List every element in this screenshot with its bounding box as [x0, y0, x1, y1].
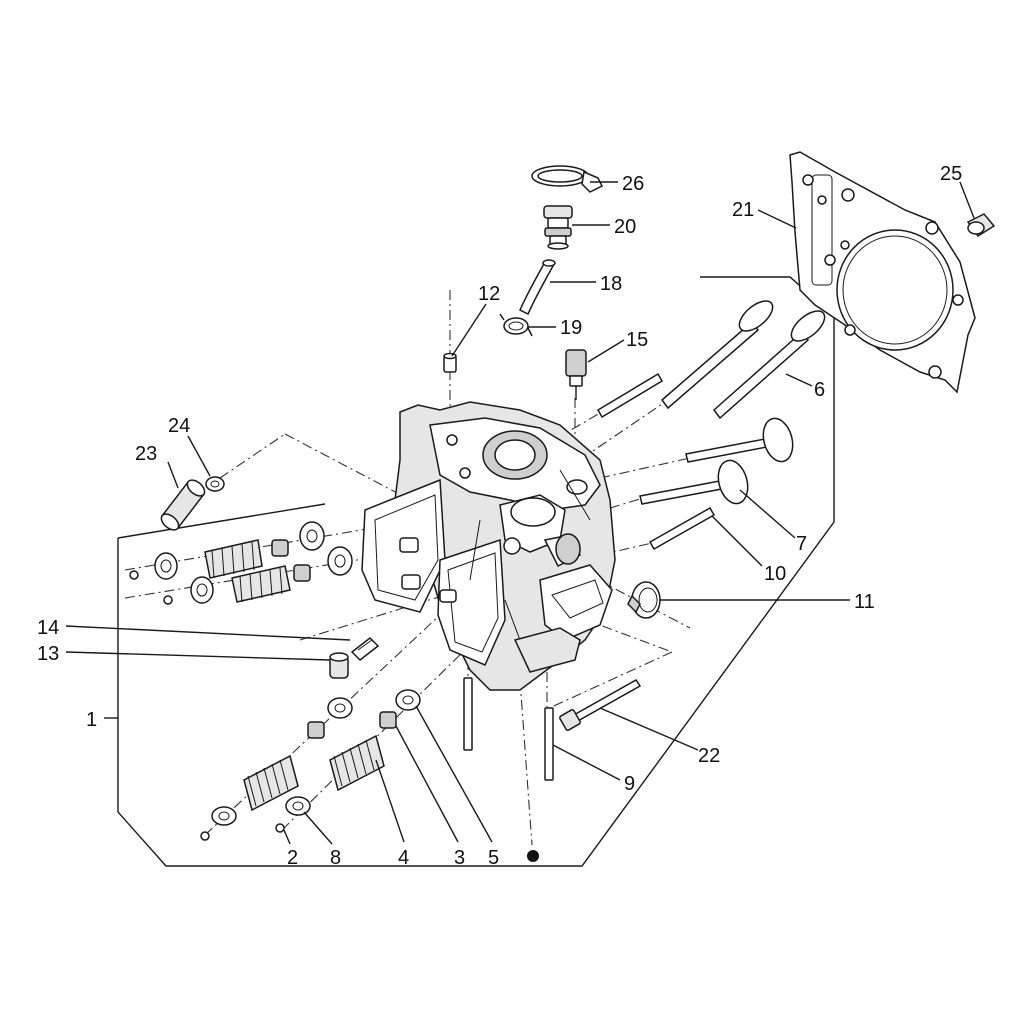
label-3: 3: [454, 847, 465, 869]
part-20-cap: [543, 205, 573, 250]
label-8: 8: [330, 847, 341, 869]
part-12-dowel: [443, 352, 457, 373]
label-18: 18: [600, 273, 622, 295]
label-13: 13: [37, 643, 59, 665]
label-2: 2: [287, 847, 298, 869]
label-14: 14: [37, 617, 59, 639]
label-15: 15: [626, 329, 648, 351]
cylinder-head-body: [361, 401, 616, 691]
part-24-washer: [205, 476, 225, 492]
label-22: 22: [698, 745, 720, 767]
kit-bracket-outline: [104, 276, 835, 867]
part-6-valves: [660, 300, 826, 420]
label-26: 26: [622, 173, 644, 195]
label-19: 19: [560, 317, 582, 339]
part-10-studs: [596, 372, 716, 551]
part-4-springs: [243, 734, 385, 812]
part-14-pin: [350, 637, 380, 661]
part-13-cap: [329, 652, 349, 679]
kit-marker-dot: [527, 850, 539, 862]
callout-labels: 1 2 8 4 3 5 9 22 11 10 7 6 15 19 18 20 2…: [37, 163, 962, 869]
label-5: 5: [488, 847, 499, 869]
part-11-clamp: [627, 581, 661, 619]
label-25: 25: [940, 163, 962, 185]
leader-lines: [65, 181, 975, 845]
part-2-cotters: [200, 823, 285, 841]
label-10: 10: [764, 563, 786, 585]
label-20: 20: [614, 216, 636, 238]
part-25-bush: [966, 213, 996, 238]
label-1: 1: [86, 709, 97, 731]
label-12: 12: [478, 283, 500, 305]
label-23: 23: [135, 443, 157, 465]
part-15-sensor: [565, 349, 587, 400]
label-4: 4: [398, 847, 409, 869]
part-19-clamp: [499, 313, 533, 337]
label-24: 24: [168, 415, 190, 437]
label-9: 9: [624, 773, 635, 795]
part-22-bolt: [559, 679, 642, 731]
part-18-hose: [519, 259, 556, 316]
label-11: 11: [854, 591, 875, 613]
part-23-guide: [160, 479, 206, 531]
part-21-gasket: [789, 151, 976, 394]
label-6: 6: [814, 379, 825, 401]
part-7-valves: [639, 417, 794, 505]
upper-spring-set: [129, 521, 353, 605]
label-7: 7: [796, 533, 807, 555]
part-5-washers: [327, 689, 421, 719]
part-8-retainers: [211, 796, 311, 826]
part-3-seals: [307, 711, 397, 739]
part-26-clip: [531, 165, 604, 193]
label-21: 21: [732, 199, 754, 221]
part-9-studs: [463, 677, 554, 781]
